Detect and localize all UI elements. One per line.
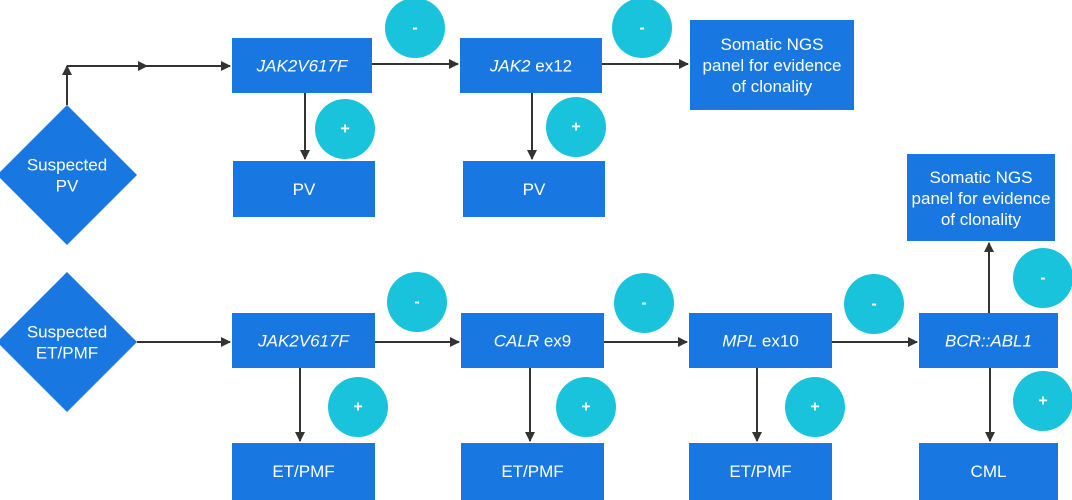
pv-test-2-label-gene: JAK2 <box>489 56 531 75</box>
pv-ngs-label-line: panel for evidence <box>703 56 842 75</box>
pv-ngs-label: Somatic NGS panel for evidence of clonalit… <box>703 35 842 96</box>
etpmf-negative-1-bubble-sign: - <box>414 294 419 311</box>
pv-negative-2-bubble-sign: - <box>639 20 644 37</box>
etpmf-test-2-label-exon: ex9 <box>539 331 571 350</box>
etpmf-result-1-label: ET/PMF <box>272 462 334 481</box>
etpmf-test-4-label: BCR::ABL1 <box>945 331 1032 350</box>
etpmf-positive-2-bubble-sign: + <box>581 399 590 416</box>
etpmf-positive-1-bubble-circle <box>328 377 388 437</box>
etpmf-negative-1-bubble-circle <box>387 272 447 332</box>
pv-test-2-label-exon: ex12 <box>531 56 573 75</box>
etpmf-result-2-box <box>461 443 604 500</box>
etpmf-positive-1-bubble-sign: + <box>353 399 362 416</box>
pv-test-2-label: JAK2 ex12 <box>489 56 572 75</box>
connector-layer <box>62 59 995 442</box>
pv-ngs-label-line: of clonality <box>732 77 813 96</box>
etpmf-negative-2-bubble-circle <box>614 273 674 333</box>
etpmf-test-3-label-exon: ex10 <box>757 331 799 350</box>
pv-test-1-label-gene: JAK2V617F <box>256 56 349 75</box>
etpmf-ngs-label-line: of clonality <box>941 210 1022 229</box>
etpmf-test-3-label: MPL ex10 <box>722 331 799 350</box>
pv-result-1-label-line: PV <box>293 180 316 199</box>
pv-ngs-box <box>690 20 854 110</box>
pv-result-1-label: PV <box>293 180 316 199</box>
pv-positive-1-bubble-circle <box>315 99 375 159</box>
etpmf-positive-4-bubble-circle <box>1013 371 1072 431</box>
etpmf-negative-4-bubble-sign: - <box>1040 270 1045 287</box>
pv-positive-2-bubble-circle <box>546 97 606 157</box>
pv-negative-2-bubble-circle <box>612 0 672 58</box>
etpmf-test-1-box <box>232 313 375 368</box>
pv-negative-1-bubble-circle <box>385 0 445 58</box>
etpmf-test-2-box <box>461 313 604 368</box>
etpmf-negative-4-bubble-circle <box>1013 248 1072 308</box>
etpmf-result-2-label: ET/PMF <box>501 462 563 481</box>
etpmf-positive-3-bubble-sign: + <box>810 399 819 416</box>
etpmf-ngs-label-line: panel for evidence <box>912 189 1051 208</box>
etpmf-positive-4-bubble-sign: + <box>1038 393 1047 410</box>
etpmf-result-3-box <box>689 443 832 500</box>
pv-test-1-label: JAK2V617F <box>256 56 349 75</box>
pv-ngs-label-line: Somatic NGS <box>721 35 824 54</box>
etpmf-result-3-label: ET/PMF <box>729 462 791 481</box>
etpmf-negative-3-bubble-sign: - <box>871 296 876 313</box>
pv-test-1-box <box>232 38 372 93</box>
suspected-pv-label-line: PV <box>56 176 79 195</box>
suspected-etpmf-diamond <box>0 272 137 412</box>
pv-result-1-box <box>233 161 375 217</box>
pv-negative-1-bubble-sign: - <box>412 20 417 37</box>
etpmf-test-3-label-gene: MPL <box>722 331 757 350</box>
pv-positive-1-bubble-sign: + <box>340 121 349 138</box>
etpmf-test-4-label-gene: BCR::ABL1 <box>945 331 1032 350</box>
etpmf-result-1-box <box>232 443 375 500</box>
etpmf-test-4-box <box>919 313 1058 368</box>
pv-result-2-label-line: PV <box>523 180 546 199</box>
etpmf-result-4-label: CML <box>971 462 1007 481</box>
etpmf-test-1-label: JAK2V617F <box>257 331 350 350</box>
etpmf-positive-2-bubble-circle <box>556 377 616 437</box>
etpmf-negative-2-bubble-sign: - <box>641 295 646 312</box>
pv-positive-2-bubble-sign: + <box>571 119 580 136</box>
etpmf-test-2-label-gene: CALR <box>494 331 539 350</box>
etpmf-ngs-box <box>907 154 1055 241</box>
etpmf-test-3-box <box>689 313 832 368</box>
suspected-pv-diamond <box>0 105 137 245</box>
suspected-pv-label-line: Suspected <box>27 155 107 174</box>
etpmf-result-4-box <box>919 443 1058 500</box>
etpmf-test-1-label-gene: JAK2V617F <box>257 331 350 350</box>
suspected-etpmf-label-line: Suspected <box>27 322 107 341</box>
pv-result-2-label: PV <box>523 180 546 199</box>
suspected-etpmf-label-line: ET/PMF <box>36 343 98 362</box>
etpmf-negative-3-bubble-circle <box>844 274 904 334</box>
etpmf-test-2-label: CALR ex9 <box>494 331 572 350</box>
etpmf-ngs-label: Somatic NGS panel for evidence of clonalit… <box>912 168 1051 229</box>
pv-test-2-box <box>460 38 602 93</box>
etpmf-positive-3-bubble-circle <box>785 377 845 437</box>
pv-result-2-box <box>463 161 605 217</box>
etpmf-ngs-label-line: Somatic NGS <box>930 168 1033 187</box>
